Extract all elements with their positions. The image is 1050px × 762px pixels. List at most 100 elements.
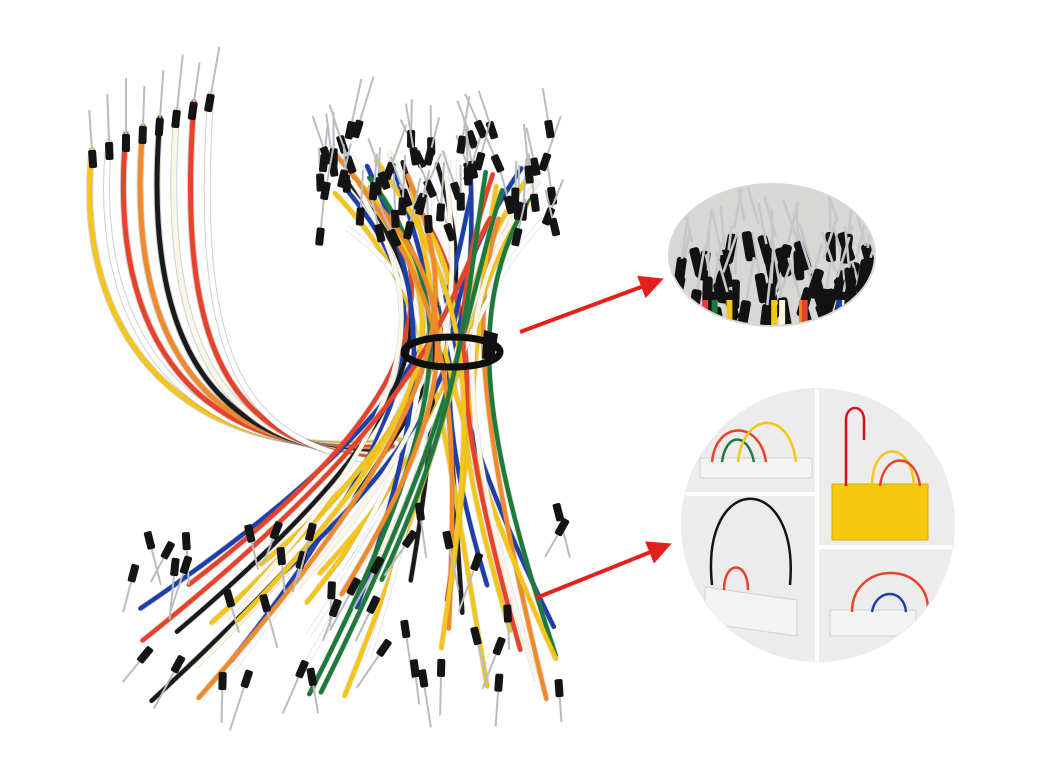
connector-pin	[322, 598, 342, 642]
closeup-pin	[855, 217, 874, 294]
connector-pin	[494, 673, 504, 727]
wire-loop-group	[86, 90, 404, 465]
connector-pin	[88, 110, 98, 169]
connector-pin	[456, 100, 479, 149]
wire	[379, 169, 488, 583]
connector-pin	[403, 177, 422, 240]
connector-pin	[168, 557, 180, 620]
connector-pin	[470, 626, 489, 684]
connector-pin	[171, 54, 184, 129]
connector-pin	[259, 593, 279, 649]
connector-pin	[423, 117, 441, 166]
connector-pin	[244, 524, 260, 570]
connector-pin	[544, 518, 570, 558]
arrow-to-closeup	[519, 275, 664, 334]
wire	[307, 175, 433, 697]
connector-pin	[122, 563, 140, 613]
wire	[486, 191, 558, 658]
connector-pin	[138, 85, 147, 145]
connector-pin	[414, 502, 428, 558]
wire	[726, 300, 733, 325]
connector-pin	[424, 187, 433, 234]
connector-pin	[511, 198, 527, 247]
connector-pin	[383, 530, 418, 577]
connector-pin	[463, 136, 482, 182]
connector-pin	[544, 189, 561, 237]
connector-pin	[415, 169, 431, 216]
connector-pin	[354, 595, 381, 642]
breadboard-white-top	[699, 457, 813, 479]
connector-pin	[418, 669, 432, 728]
connector-pin	[541, 88, 555, 139]
connector-pin	[510, 160, 520, 206]
connector-pin	[355, 638, 392, 689]
connector-pin	[554, 678, 564, 723]
connector-pin	[481, 636, 506, 690]
connector-pin	[457, 552, 483, 613]
wire	[470, 178, 541, 683]
closeup-pin	[806, 218, 838, 299]
closeup-pin	[782, 200, 812, 271]
connector-pin	[143, 531, 162, 586]
connector-pin	[378, 205, 402, 248]
connector-pin	[409, 659, 421, 705]
connector-pin	[315, 196, 326, 246]
connector-pin	[276, 546, 286, 593]
connector-pin	[297, 522, 317, 578]
wire	[779, 300, 786, 325]
closeup-pin	[750, 231, 769, 304]
wire	[711, 300, 718, 325]
connector-pin	[311, 115, 333, 165]
closeup-pin	[759, 263, 774, 325]
wire	[174, 180, 414, 634]
connector-pin	[281, 659, 309, 715]
connector-pin	[320, 142, 336, 201]
connector-pin	[442, 530, 460, 591]
connector-pin	[337, 143, 352, 188]
connector-pin	[404, 103, 420, 166]
closeup-inset	[668, 183, 876, 327]
closeup-pin	[843, 226, 857, 298]
connector-pin	[228, 669, 253, 731]
wire	[204, 91, 375, 464]
wire	[480, 216, 549, 702]
connector-pin	[149, 541, 175, 583]
connector-pin	[261, 521, 283, 566]
arrow-to-usage	[535, 541, 672, 600]
connector-pin	[456, 164, 465, 211]
connector-pin	[367, 138, 391, 190]
closeup-pin	[673, 217, 690, 288]
connector-pin	[105, 93, 114, 161]
connector-pin	[121, 646, 154, 683]
connector-pin	[306, 667, 320, 714]
closeup-pin	[702, 228, 713, 307]
connector-pin	[522, 123, 534, 184]
connector-pin	[436, 162, 446, 222]
breadboard-white-right	[829, 609, 917, 637]
connector-pin	[351, 76, 375, 139]
connector-pin	[218, 672, 227, 723]
connector-pin	[152, 655, 186, 710]
connector-pin	[398, 155, 407, 216]
connector-pin	[329, 577, 361, 631]
wire	[771, 300, 778, 325]
connector-pin	[464, 93, 488, 139]
breadboard-usage-inset	[681, 388, 955, 662]
connector-pin	[204, 46, 221, 113]
connector-pin	[352, 556, 385, 610]
connector-pin	[355, 169, 365, 226]
connector-pin	[436, 658, 446, 716]
top-connector-cluster	[311, 76, 564, 248]
wire	[801, 300, 808, 325]
connector-pin	[154, 70, 165, 137]
connector-pin	[503, 604, 512, 650]
bottom-connector-cluster	[121, 502, 571, 731]
loop-connector-tips	[88, 46, 221, 169]
wire	[342, 200, 531, 699]
connector-pin	[473, 120, 492, 171]
closeup-pin	[735, 185, 756, 262]
connector-pin	[456, 95, 471, 154]
breadboard-yellow	[831, 483, 929, 541]
cable-tie	[400, 333, 504, 371]
